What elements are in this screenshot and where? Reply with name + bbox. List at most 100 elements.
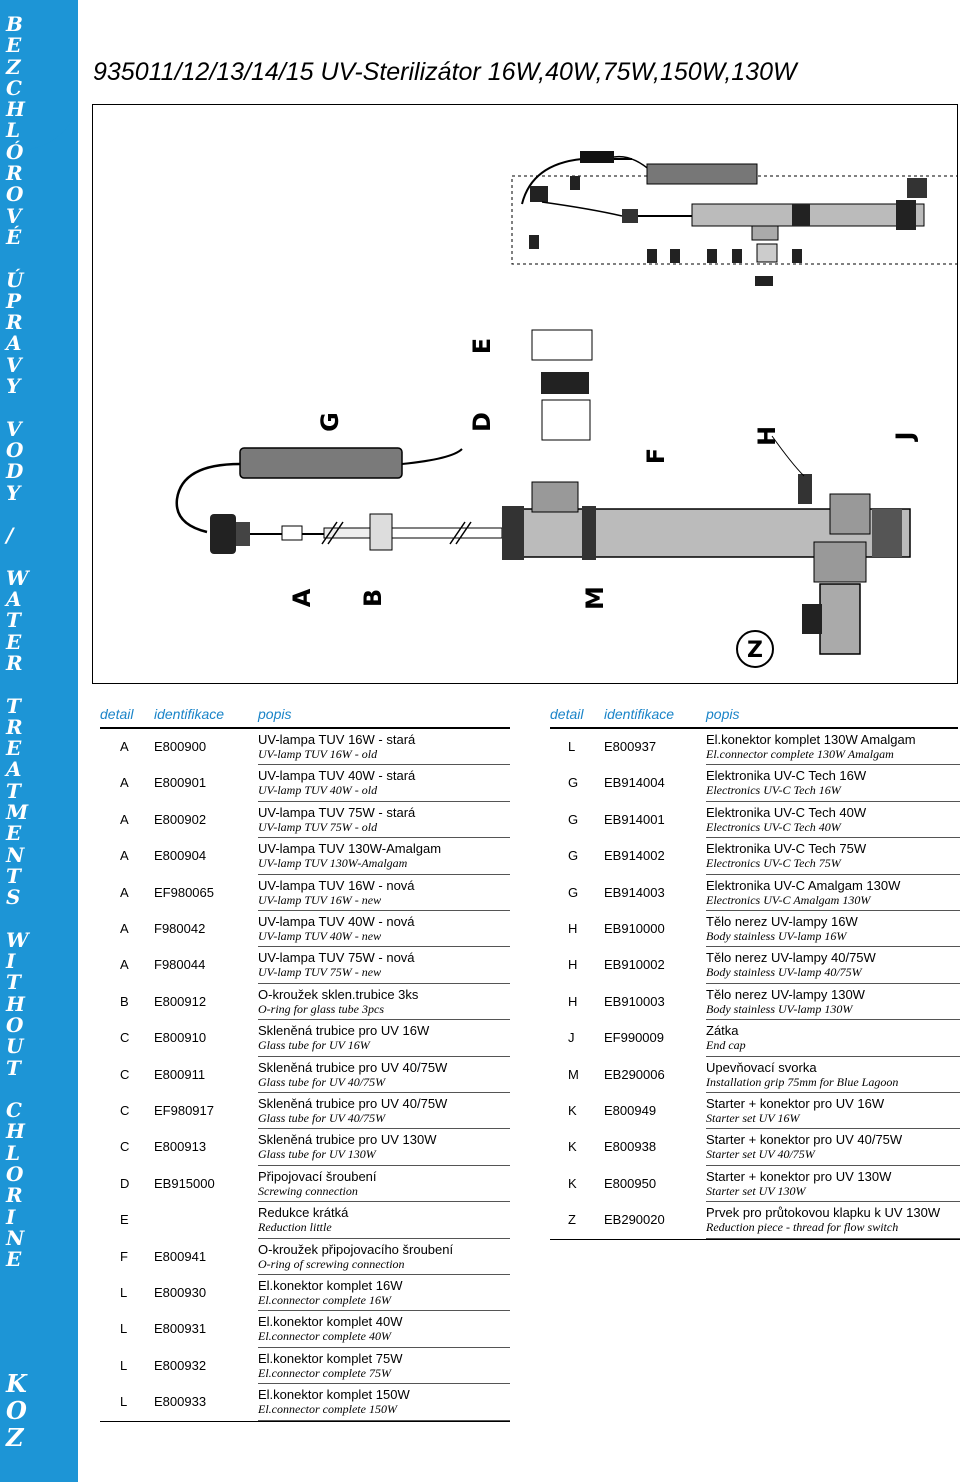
sidebar-letter: C (6, 1098, 23, 1123)
cell-detail: C (120, 1139, 130, 1155)
cell-identifikace: E800902 (154, 811, 207, 827)
cell-detail: C (120, 1030, 130, 1046)
cell-popis-cz: Redukce krátká (258, 1205, 349, 1221)
cell-identifikace: E800901 (154, 775, 207, 791)
cell-detail: F (120, 1248, 128, 1264)
label-f: F (642, 448, 670, 464)
cell-detail: A (120, 957, 129, 973)
cell-detail: A (120, 811, 129, 827)
sidebar-letter: W (6, 565, 30, 590)
cell-popis-cz: Skleněná trubice pro UV 130W (258, 1132, 437, 1148)
svg-text:A: A (288, 588, 316, 607)
cell-popis-cz: El.konektor komplet 16W (258, 1278, 403, 1293)
cell-popis-en: UV-lamp TUV 75W - new (258, 965, 382, 980)
cell-popis-cz: Skleněná trubice pro UV 40/75W (258, 1059, 448, 1075)
cell-popis-cz: El.konektor komplet 130W Amalgam (706, 732, 916, 747)
row-separator (258, 1019, 510, 1021)
cell-popis-en: Electronics UV-C Tech 75W (706, 856, 841, 871)
cell-popis-en: End cap (706, 1038, 746, 1053)
cell-popis-en: UV-lamp TUV 75W - old (258, 819, 378, 834)
cell-identifikace: EB290020 (604, 1212, 665, 1228)
sidebar-letter (6, 1079, 66, 1100)
cell-identifikace: EF980065 (154, 884, 214, 900)
svg-text:Z: Z (747, 638, 763, 663)
cell-popis-en: Glass tube for UV 40/75W (258, 1074, 386, 1089)
row-separator (258, 1055, 510, 1057)
label-e: E (468, 338, 496, 354)
cell-popis-en: O-ring of screwing connection (258, 1256, 405, 1271)
svg-text:J: J (891, 432, 919, 443)
cell-popis-cz: El.konektor komplet 150W (258, 1387, 410, 1403)
sidebar-letter: Y (6, 374, 22, 399)
cell-popis-en: Screwing connection (258, 1183, 358, 1198)
sidebar-letter: T (6, 608, 22, 633)
cell-identifikace: EB290006 (604, 1066, 665, 1082)
sidebar-letter: H (6, 991, 26, 1016)
cell-popis-cz: Tělo nerez UV-lampy 130W (706, 986, 865, 1002)
row-separator (258, 1273, 510, 1275)
sidebar-letter: R (6, 310, 24, 335)
cell-popis-cz: UV-lampa TUV 40W - stará (258, 768, 416, 784)
sidebar-letter: B (6, 12, 24, 36)
cell-popis-cz: UV-lampa TUV 75W - stará (258, 804, 416, 820)
sidebar-letter: O (6, 1012, 25, 1037)
row-separator (258, 1091, 510, 1093)
header-popis: popis (706, 706, 740, 722)
sidebar-letter: Z (6, 54, 22, 79)
cell-detail: G (568, 884, 579, 900)
header-identifikace: identifikace (604, 706, 675, 722)
sidebar-letter (6, 504, 66, 525)
cell-popis-cz: Skleněná trubice pro UV 40/75W (258, 1096, 448, 1111)
row-separator (706, 1164, 960, 1166)
cell-detail: H (568, 993, 578, 1009)
cell-popis-en: UV-lamp TUV 40W - new (258, 929, 382, 943)
label-g: G (316, 412, 344, 432)
cell-popis-en: Starter set UV 16W (706, 1111, 800, 1125)
sidebar-letter: Ú (6, 267, 25, 292)
sidebar-letter: / (6, 523, 15, 548)
cell-detail: B (120, 993, 129, 1009)
cell-popis-en: Body stainless UV-lamp 40/75W (706, 965, 862, 980)
cell-detail: M (568, 1066, 579, 1082)
cell-identifikace: E800904 (154, 848, 207, 864)
label-a: A (287, 582, 316, 614)
cell-detail: G (568, 811, 579, 827)
cell-popis-en: Installation grip 75mm for Blue Lagoon (706, 1074, 899, 1089)
svg-text:G: G (316, 412, 344, 432)
cell-popis-en: UV-lamp TUV 16W - old (258, 747, 378, 761)
cell-popis-cz: Elektronika UV-C Tech 75W (706, 841, 867, 857)
cell-popis-cz: UV-lampa TUV 16W - stará (258, 732, 416, 747)
sidebar-letter: R (6, 161, 24, 186)
cell-identifikace: E800950 (604, 1175, 657, 1191)
sidebar-letter: T (6, 863, 22, 888)
exploded-diagram: A B G D E F H J M Z (175, 151, 958, 668)
label-b: B (358, 582, 387, 614)
sidebar-letter: I (6, 949, 17, 974)
row-separator (706, 800, 960, 802)
sidebar-letter: E (6, 1247, 23, 1272)
label-m: M (581, 586, 609, 610)
row-separator (706, 764, 960, 766)
sidebar-letter: N (6, 1225, 26, 1250)
row-separator (706, 1201, 960, 1203)
sidebar-letter: O (6, 182, 25, 207)
row-separator (258, 1164, 510, 1166)
cell-identifikace: E800937 (604, 739, 657, 754)
cell-identifikace: E800938 (604, 1139, 657, 1155)
sidebar-letter: A (6, 587, 23, 612)
cell-detail: K (568, 1139, 577, 1155)
sidebar-letter (6, 674, 66, 695)
